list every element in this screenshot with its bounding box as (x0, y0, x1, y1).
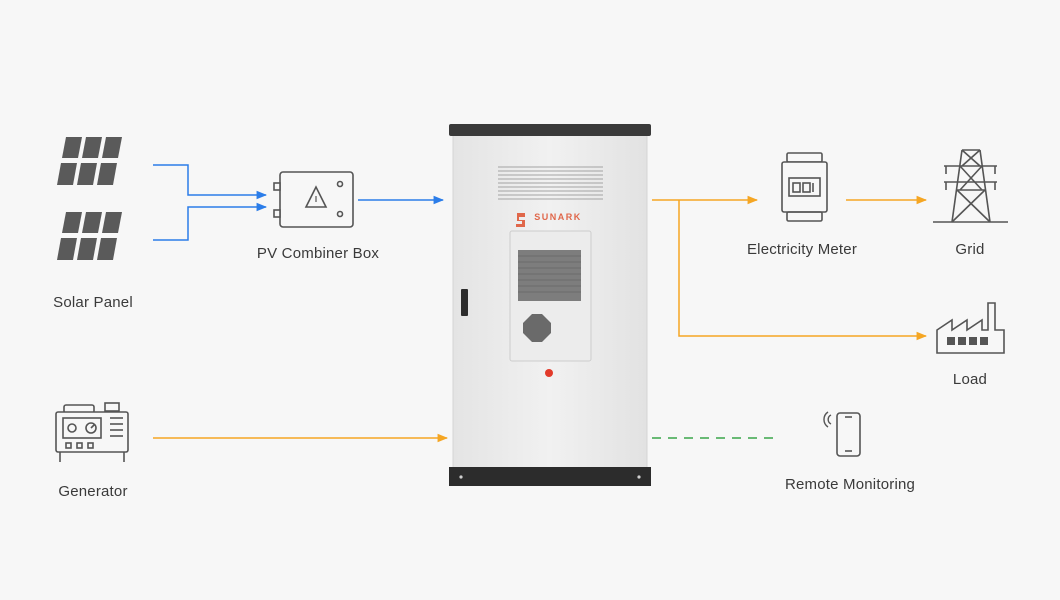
wireless-signal-icon (823, 411, 832, 428)
sunark-logo-icon (516, 213, 525, 227)
generator-icon (55, 402, 129, 462)
solar-panel-label: Solar Panel (53, 294, 133, 311)
solar-bottom-to-combiner-arrow (153, 202, 268, 241)
dc-flow-lines (153, 164, 445, 241)
factory-load-icon (936, 302, 1005, 354)
grid-tower-icon (933, 149, 1008, 223)
cabinet-handle (461, 289, 468, 316)
electricity-meter-label: Electricity Meter (746, 241, 858, 258)
cabinet-brand-label: SUNARK (534, 212, 582, 222)
solar-panel-top-icon (57, 137, 122, 185)
combiner-box-icon (273, 171, 354, 228)
load-label: Load (952, 371, 988, 388)
cooling-unit (509, 230, 592, 362)
solar-top-to-combiner-arrow (153, 164, 268, 200)
remote-monitoring-label: Remote Monitoring (784, 476, 916, 493)
fan-icon (523, 314, 551, 342)
smartphone-icon (836, 412, 861, 457)
solar-panel-icon (57, 137, 122, 260)
combiner-box-label: PV Combiner Box (256, 245, 380, 262)
indicator-light (545, 369, 553, 377)
cabinet-to-load-arrow (678, 200, 928, 341)
ac-flow-lines (153, 195, 928, 443)
energy-storage-cabinet (449, 124, 651, 486)
cabinet-vent (498, 166, 603, 200)
grid-label: Grid (955, 241, 985, 258)
solar-panel-bottom-icon (57, 212, 122, 260)
generator-label: Generator (58, 483, 128, 500)
electricity-meter-icon (781, 152, 828, 222)
